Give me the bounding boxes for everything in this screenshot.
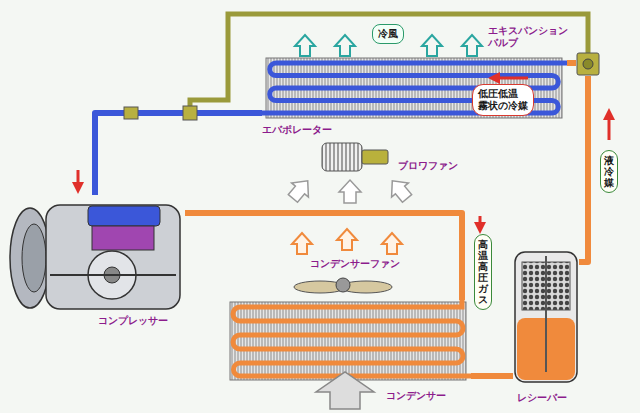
air-arrow bbox=[292, 233, 312, 254]
air-arrow bbox=[382, 233, 402, 254]
pipe-fitting bbox=[183, 106, 197, 120]
part-name: コンデンサーファン bbox=[310, 258, 400, 270]
condenser-fins bbox=[230, 302, 466, 380]
compressor: コンプレッサー bbox=[20, 195, 185, 313]
state-label-box: 低圧低温 霧状の冷媒 bbox=[472, 84, 534, 116]
part-name: コンプレッサー bbox=[98, 315, 168, 327]
air-arrow bbox=[384, 174, 416, 206]
pulley-groove bbox=[22, 224, 46, 292]
receiver: レシーバー bbox=[513, 250, 579, 384]
condenser-tube bbox=[233, 300, 471, 376]
state-label: 液冷媒 bbox=[604, 155, 614, 188]
fan-hub bbox=[336, 278, 350, 292]
air-arrow bbox=[337, 229, 357, 250]
condenser-fan: コンデンサーファン bbox=[292, 276, 392, 296]
state-label-box: 液冷媒 bbox=[600, 150, 618, 193]
part-name: エキスパンション バルブ bbox=[488, 25, 568, 49]
condenser: コンデンサー bbox=[226, 300, 471, 380]
compressor-body bbox=[46, 205, 180, 309]
state-label-box: 高温高圧ガス bbox=[474, 234, 492, 310]
air-arrow bbox=[462, 35, 482, 56]
flow-arrow bbox=[479, 216, 482, 228]
part-name: コンデンサー bbox=[386, 390, 446, 402]
blower-drum bbox=[322, 143, 362, 171]
blower-motor bbox=[362, 150, 388, 164]
flow-arrow bbox=[77, 170, 80, 188]
state-label: 高温高圧ガス bbox=[478, 239, 488, 305]
expansion-valve bbox=[577, 53, 599, 75]
refrigerant-pipe bbox=[185, 213, 462, 300]
refrigerant-pipe bbox=[95, 113, 262, 195]
pulley bbox=[10, 208, 50, 308]
flow-arrow bbox=[608, 114, 611, 140]
compressor-shaft bbox=[50, 274, 176, 276]
air-arrow bbox=[295, 35, 315, 56]
outside-air-arrow bbox=[316, 372, 374, 409]
refrigerant-pipe bbox=[471, 373, 513, 379]
refrigerant-pipe bbox=[567, 60, 576, 66]
part-name: ブロワファン bbox=[398, 160, 458, 172]
warm-air-arrows bbox=[292, 229, 402, 254]
air-label: 冷風 bbox=[378, 28, 398, 40]
state-label: 低圧低温 霧状の冷媒 bbox=[478, 88, 528, 112]
pipe-fitting bbox=[124, 107, 138, 119]
blower-fan: ブロワファン bbox=[320, 140, 390, 172]
air-label-box: 冷風 bbox=[372, 24, 404, 44]
valve-core bbox=[583, 59, 593, 69]
part-name: エバポレーター bbox=[262, 124, 332, 136]
receiver-tank bbox=[515, 252, 577, 382]
pickup-tube bbox=[545, 256, 547, 372]
intake-arrows bbox=[285, 174, 416, 206]
expansion-valve: エキスパンション バルブ bbox=[576, 52, 600, 76]
air-arrow bbox=[422, 35, 442, 56]
air-arrow bbox=[335, 35, 355, 56]
part-name: レシーバー bbox=[517, 392, 567, 404]
air-arrow bbox=[285, 174, 317, 206]
compressor-valve-plate bbox=[92, 226, 154, 250]
evaporator: エバポレーター bbox=[262, 56, 567, 120]
compressor-head bbox=[88, 206, 160, 226]
refrigerant-pipe bbox=[579, 76, 588, 262]
flow-arrow bbox=[494, 77, 528, 80]
air-arrow bbox=[339, 180, 361, 203]
